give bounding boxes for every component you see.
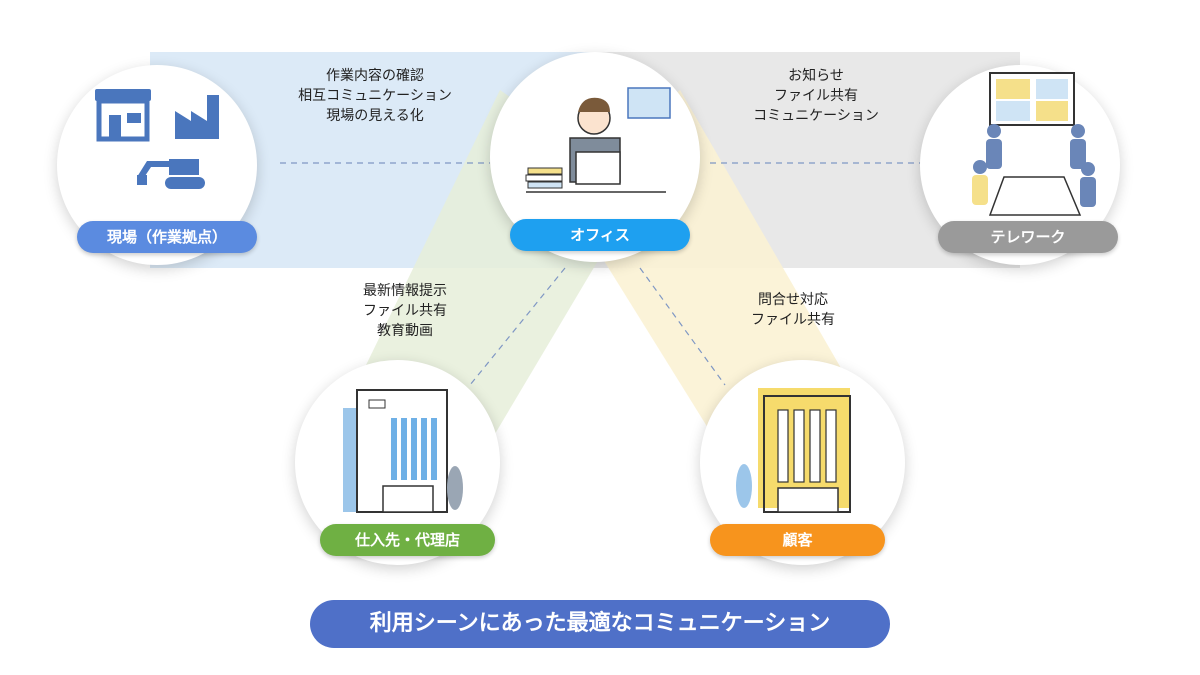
link-label-office-supplier: 最新情報提示 ファイル共有 教育動画 xyxy=(330,281,480,341)
meeting-people-icon xyxy=(972,124,1096,207)
document-stack-icon xyxy=(525,167,563,189)
link-label-site-office: 作業内容の確認 相互コミュニケーション 現場の見える化 xyxy=(270,66,480,126)
store-icon xyxy=(95,89,151,142)
link-text: 相互コミュニケーション xyxy=(298,88,452,104)
node-site[interactable]: 現場（作業拠点） xyxy=(57,65,257,265)
tree-icon xyxy=(736,464,752,508)
link-text: 問合せ対応 xyxy=(758,292,828,308)
link-text: コミュニケーション xyxy=(753,108,879,124)
dash-office-supplier xyxy=(469,267,566,386)
building-illustration xyxy=(343,389,463,513)
laptop-icon xyxy=(575,151,621,185)
link-text: 現場の見える化 xyxy=(326,108,424,124)
link-text: ファイル共有 xyxy=(774,88,858,104)
node-office[interactable]: オフィス xyxy=(490,52,700,262)
link-text: 作業内容の確認 xyxy=(326,68,424,84)
telework-label: テレワーク xyxy=(938,221,1118,253)
dash-office-customer xyxy=(639,267,726,386)
link-text: 最新情報提示 xyxy=(363,283,447,299)
factory-icon xyxy=(175,95,219,139)
window-icon xyxy=(627,87,671,119)
table-icon xyxy=(988,176,1082,216)
site-label: 現場（作業拠点） xyxy=(77,221,257,253)
supplier-label: 仕入先・代理店 xyxy=(320,524,495,556)
link-text: ファイル共有 xyxy=(363,303,447,319)
link-text: お知らせ xyxy=(788,68,844,84)
tree-icon xyxy=(447,466,463,510)
link-label-office-customer: 問合せ対応 ファイル共有 xyxy=(718,290,868,330)
link-text: ファイル共有 xyxy=(751,312,835,328)
node-supplier[interactable]: 仕入先・代理店 xyxy=(295,360,500,565)
customer-label: 顧客 xyxy=(710,524,885,556)
summary-banner: 利用シーンにあった最適なコミュニケーション xyxy=(310,600,890,648)
site-icons xyxy=(95,89,219,189)
node-telework[interactable]: テレワーク xyxy=(920,65,1120,265)
telework-illustration xyxy=(972,72,1096,216)
link-label-office-telework: お知らせ ファイル共有 コミュニケーション xyxy=(716,66,916,126)
office-label: オフィス xyxy=(510,219,690,251)
customer-building-illustration xyxy=(736,388,851,513)
node-customer[interactable]: 顧客 xyxy=(700,360,905,565)
excavator-icon xyxy=(137,159,205,189)
link-text: 教育動画 xyxy=(377,323,433,339)
office-worker-illustration xyxy=(525,87,671,193)
